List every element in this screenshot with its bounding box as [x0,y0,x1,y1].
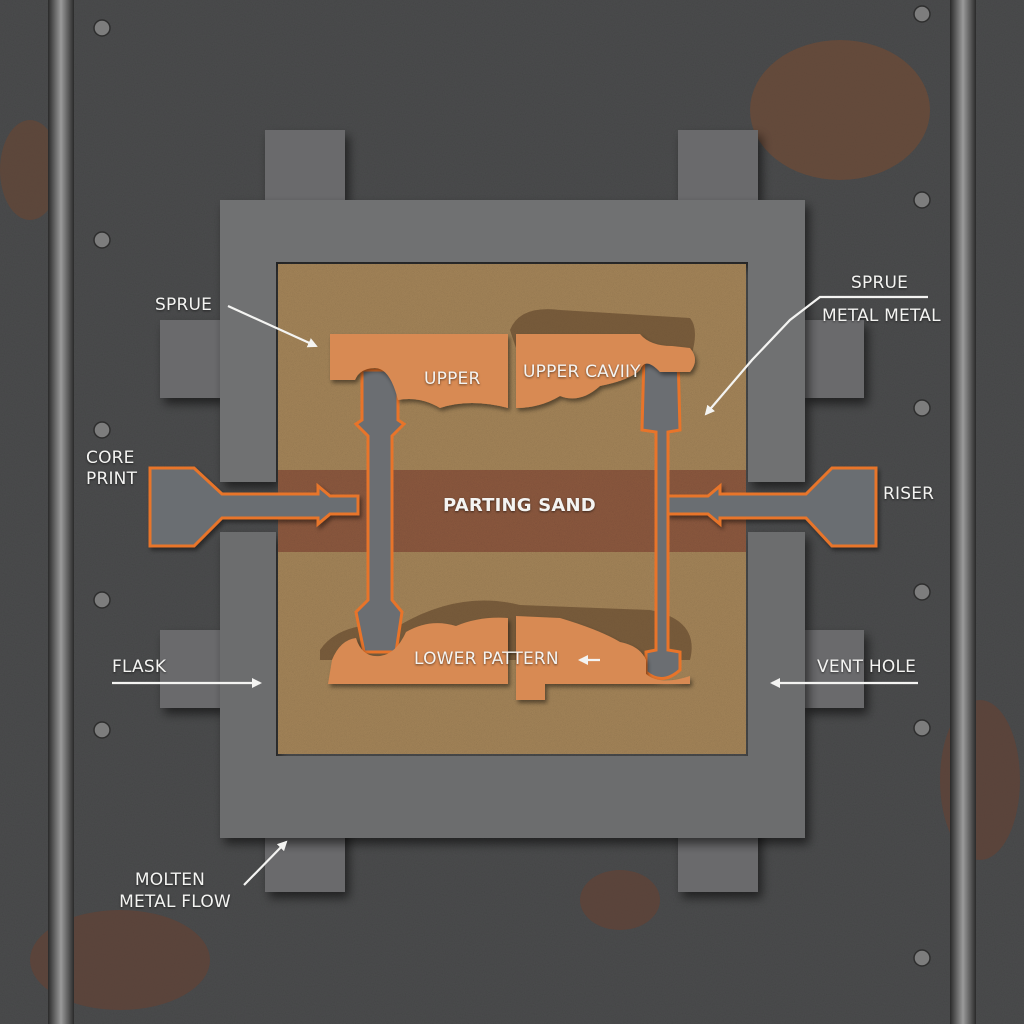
label-core-print-line1: CORE [86,448,135,468]
drag-flask [220,532,805,838]
weld-seam-icon [48,0,976,1024]
label-parting-sand: PARTING SAND [443,495,596,516]
label-core-print-line2: PRINT [86,469,138,489]
cope-flask [220,200,805,482]
label-lower-pattern: LOWER PATTERN [414,649,559,669]
lower-pattern-right [516,616,690,700]
label-sprue-left: SPRUE [155,295,213,315]
upper-cavity-pattern [516,334,695,408]
callout-arrow-icon [112,295,928,886]
label-vent-hole: VENT HOLE [817,657,917,677]
label-metal-metal: METAL METAL [822,306,941,326]
label-sprue-right: SPRUE [851,273,909,293]
lower-pattern-left [328,617,508,684]
core-print-channel-left [148,466,360,548]
label-molten-line1: MOLTEN [134,870,206,890]
label-riser: RISER [883,484,935,504]
rivet-icon [93,5,931,967]
upper-pattern-left [330,334,508,408]
label-upper-cavity: UPPER CAVIIY [523,362,641,382]
label-molten-line2: METAL FLOW [119,892,231,912]
label-flask: FLASK [112,657,167,677]
riser-right-channel [640,352,682,680]
label-upper: UPPER [424,369,481,389]
